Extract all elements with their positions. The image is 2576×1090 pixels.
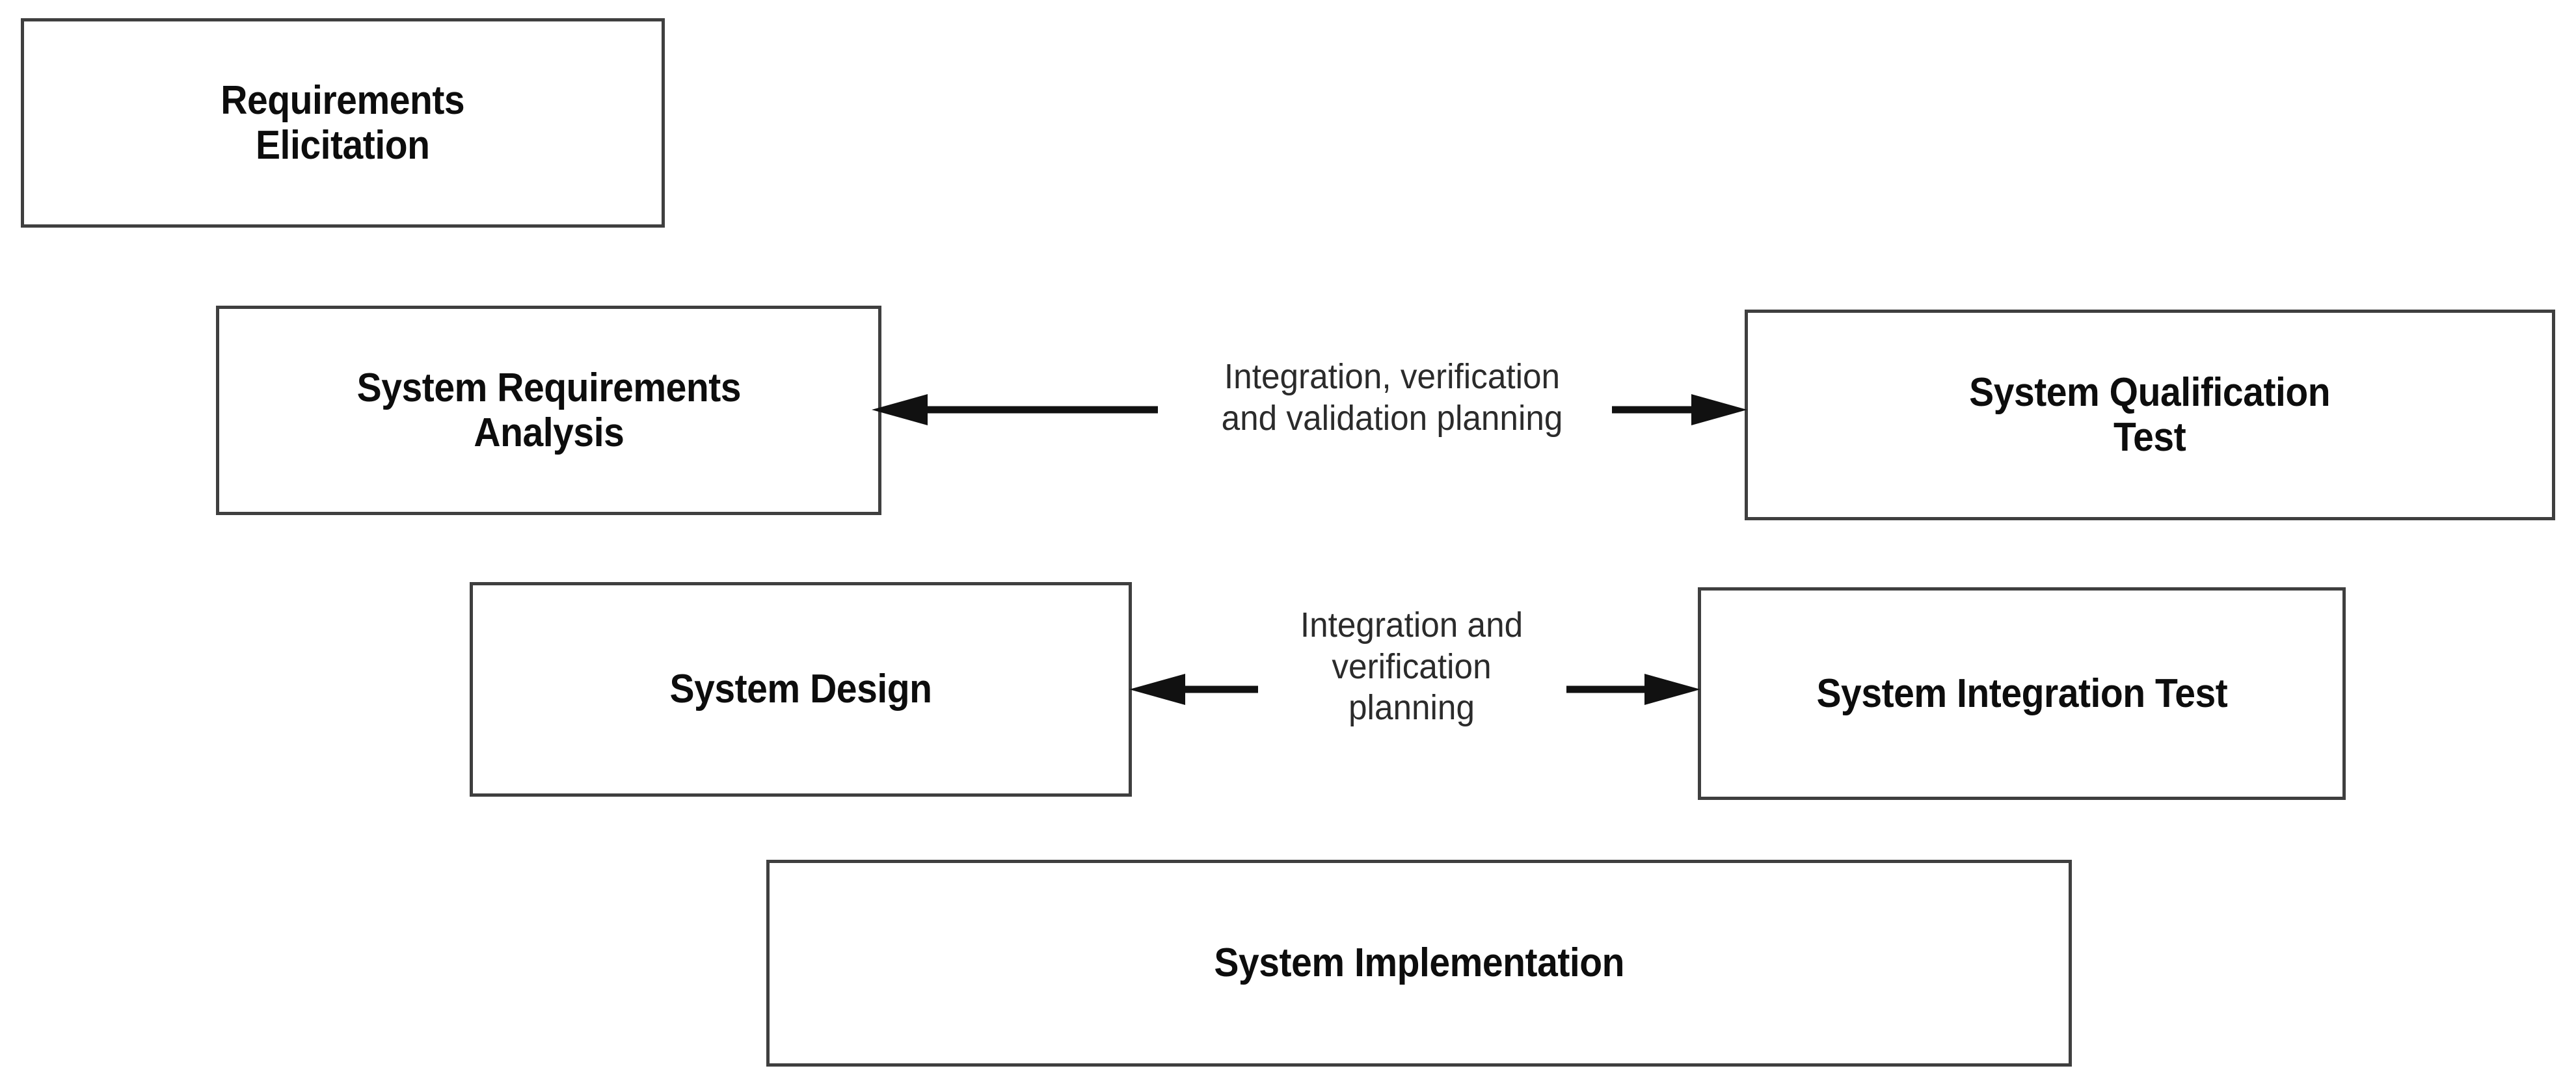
process-box-system-qualification-test[interactable]: System Qualification Test	[1745, 310, 2555, 520]
arrow-left-to-system-requirements-analysis-icon	[872, 394, 1158, 425]
process-box-requirements-elicitation[interactable]: Requirements Elicitation	[21, 18, 665, 228]
connector-label-integration-and-verification-planning: Integration and verification planning	[1300, 605, 1523, 728]
arrow-right-to-system-qualification-test-icon	[1612, 394, 1747, 425]
process-box-system-design[interactable]: System Design	[470, 582, 1132, 797]
process-box-system-implementation[interactable]: System Implementation	[766, 860, 2072, 1067]
connector-label-integration-verification-validation-planning: Integration, verification and validation…	[1221, 357, 1563, 438]
process-box-label: Requirements Elicitation	[221, 77, 465, 168]
process-box-label: System Integration Test	[1816, 671, 2227, 716]
arrow-left-to-system-design-icon	[1129, 674, 1258, 705]
process-box-system-integration-test[interactable]: System Integration Test	[1698, 587, 2346, 800]
process-box-label: System Design	[669, 667, 932, 712]
process-box-label: System Qualification Test	[1969, 369, 2331, 460]
process-box-label: System Requirements Analysis	[356, 365, 741, 455]
arrow-right-to-system-integration-test-icon	[1566, 674, 1700, 705]
process-box-label: System Implementation	[1214, 940, 1624, 986]
process-box-system-requirements-analysis[interactable]: System Requirements Analysis	[216, 306, 881, 515]
